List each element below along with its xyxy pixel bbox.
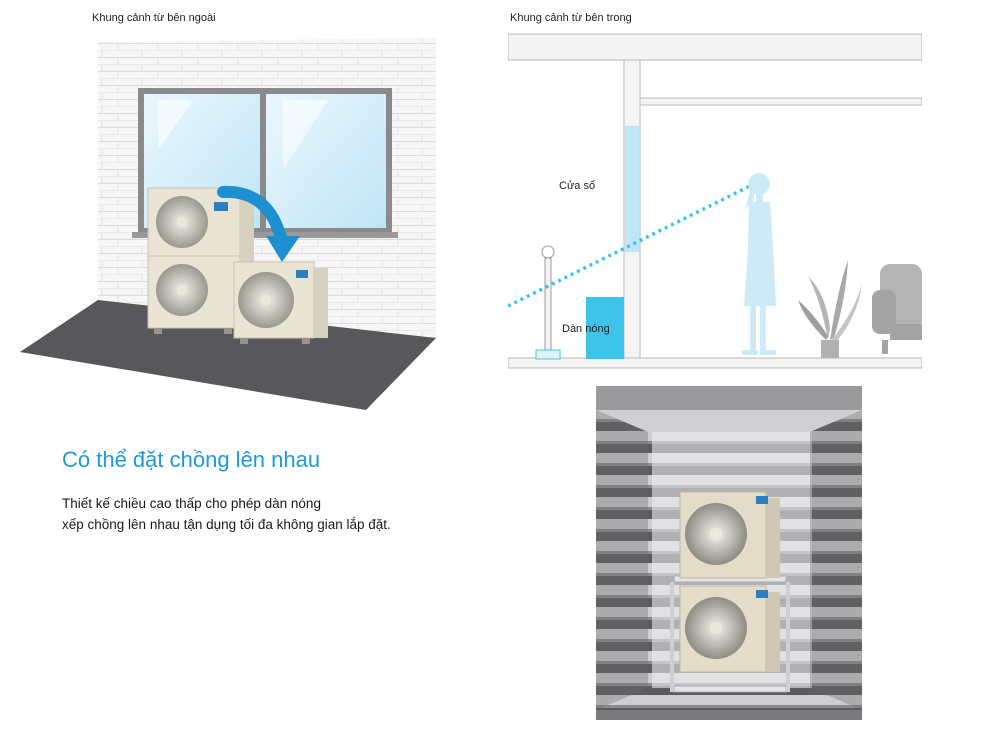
move-arrow-icon [217,185,300,262]
brand-logo-icon [296,270,308,278]
feature-title: Có thể đặt chồng lên nhau [62,447,321,472]
brand-logo-icon [214,202,228,211]
wall-column [623,59,641,359]
feature-description: Thiết kế chiều cao thấp cho phép dàn nón… [62,493,391,535]
short-outdoor-unit [233,261,328,344]
sightline [508,184,751,308]
description-line-2: xếp chồng lên nhau tận dụng tối đa không… [62,517,391,532]
person-silhouette-icon [742,173,776,355]
armchair-icon [872,264,922,354]
outdoor-unit-block [586,297,624,359]
ceiling [508,33,922,106]
outside-view-illustration [20,38,436,410]
ground-floor [20,300,436,410]
window-glass [625,126,639,252]
railing-post [535,245,561,360]
inside-view-caption: Khung cảnh từ bên trong [510,12,632,24]
stacked-outdoor-unit [147,187,254,334]
inside-view-illustration: Cửa sổ Dàn nóng [508,33,922,369]
stacked-units-illustration [596,386,862,720]
floor-slab [508,357,922,369]
description-line-1: Thiết kế chiều cao thấp cho phép dàn nón… [62,496,321,511]
brand-logo-icon [756,590,768,598]
potted-plant-icon [798,260,862,358]
outside-view-caption: Khung cảnh từ bên ngoài [92,12,216,24]
outdoor-unit-label: Dàn nóng [562,323,610,335]
bottom-outdoor-unit [679,585,780,673]
top-outdoor-unit [679,491,780,579]
brand-logo-icon [756,496,768,504]
window-label: Cửa sổ [559,180,595,192]
